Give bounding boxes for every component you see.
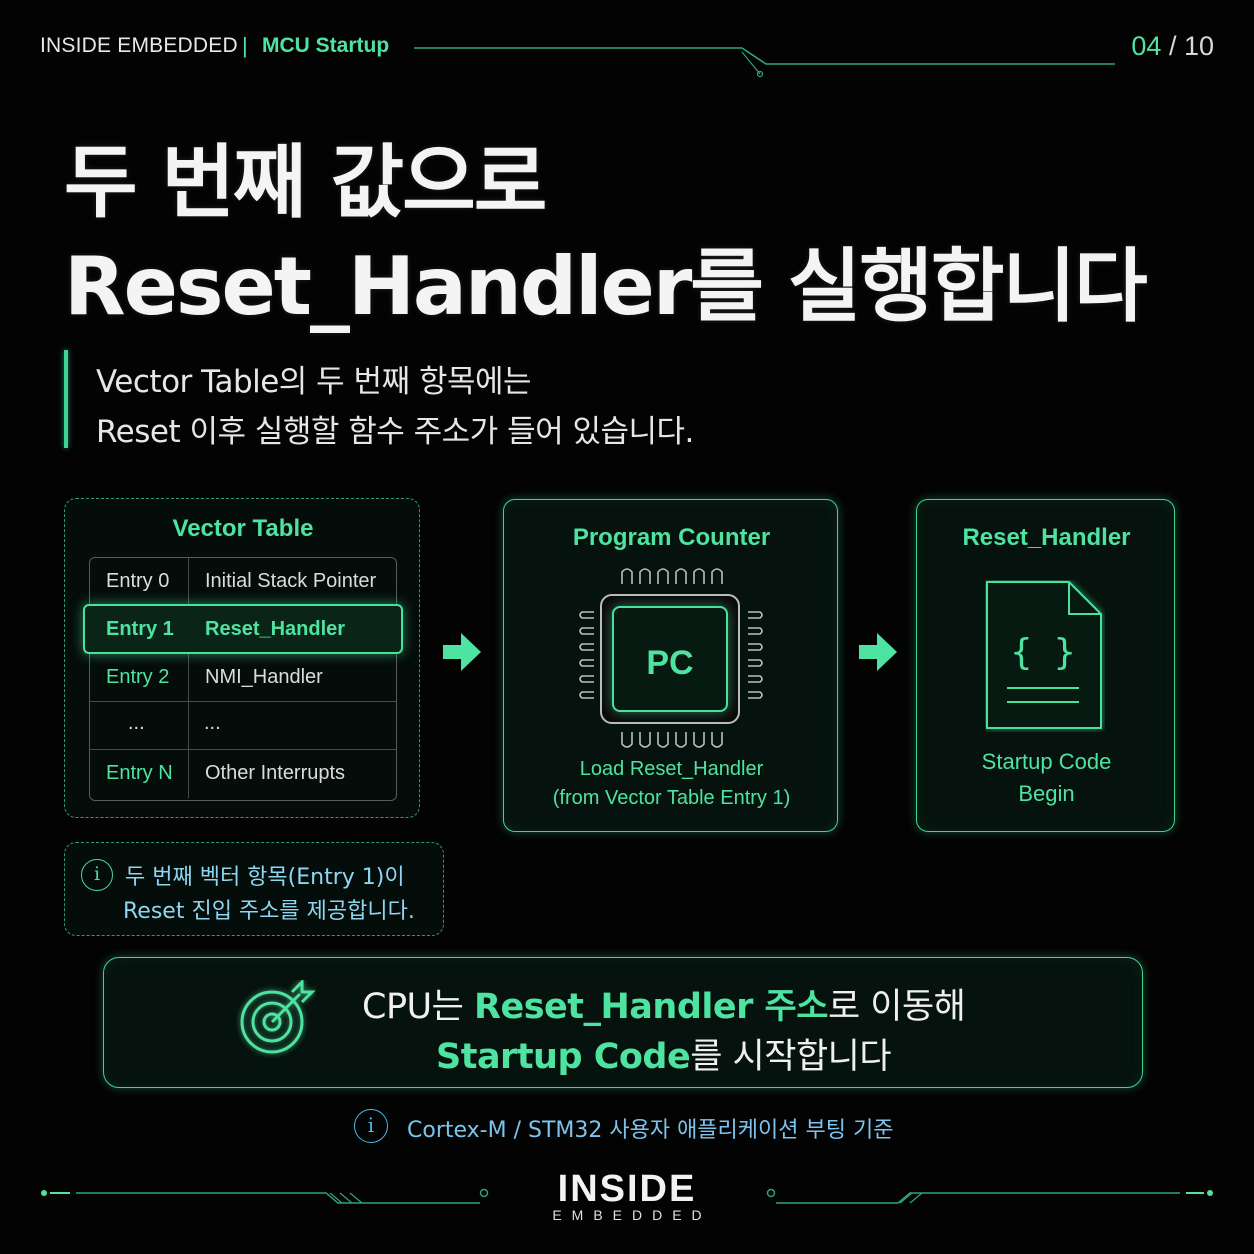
subtitle-accent-bar bbox=[64, 350, 68, 448]
entry-label: ... bbox=[128, 712, 145, 734]
banner-line2: Startup Code를 시작합니다 bbox=[436, 1028, 892, 1079]
note-line1: 두 번째 벡터 항목(Entry 1)이 bbox=[125, 865, 405, 890]
page-indicator: 04 / 10 bbox=[1131, 31, 1214, 62]
file-glyph: { } bbox=[1010, 632, 1075, 673]
banner-highlight: Startup Code bbox=[436, 1037, 691, 1077]
header-brand: INSIDE EMBEDDED bbox=[40, 34, 238, 57]
table-row: Entry N Other Interrupts bbox=[90, 750, 396, 798]
reset-handler-caption1: Startup Code bbox=[981, 749, 1112, 774]
entry-value: Reset_Handler bbox=[205, 618, 346, 640]
header-separator: | bbox=[242, 33, 248, 58]
logo-sub: EMBEDDED bbox=[552, 1207, 712, 1223]
page-title-line2: Reset_Handler를 실행합니다 bbox=[64, 240, 1148, 333]
footnote-text: Cortex-M / STM32 사용자 애플리케이션 부팅 기준 bbox=[407, 1118, 894, 1143]
table-row-highlighted: Entry 1 Reset_Handler bbox=[83, 604, 403, 654]
program-counter-caption2: (from Vector Table Entry 1) bbox=[552, 787, 791, 809]
vector-table: Entry 0 Initial Stack Pointer Entry 2 NM… bbox=[89, 557, 397, 801]
banner-highlight: Reset_Handler 주소 bbox=[474, 987, 828, 1027]
info-note: i 두 번째 벡터 항목(Entry 1)이 Reset 진입 주소를 제공합니… bbox=[64, 842, 444, 936]
program-counter-card: Program Counter bbox=[503, 499, 838, 832]
entry-value: Initial Stack Pointer bbox=[205, 570, 377, 592]
entry-label: Entry N bbox=[106, 762, 173, 784]
arrow-right-icon bbox=[443, 633, 481, 671]
target-icon bbox=[240, 980, 316, 1054]
header-topic: MCU Startup bbox=[262, 34, 390, 57]
entry-label: Entry 0 bbox=[106, 570, 170, 592]
subtitle-line2: Reset 이후 실행할 함수 주소가 들어 있습니다. bbox=[96, 414, 694, 450]
entry-value: NMI_Handler bbox=[205, 666, 323, 688]
banner-line1: CPU는 Reset_Handler 주소로 이동해 bbox=[362, 978, 966, 1029]
reset-handler-title: Reset_Handler bbox=[962, 524, 1131, 551]
reset-handler-card: Reset_Handler { } Startup Code Begin bbox=[916, 499, 1175, 832]
entry-label: Entry 2 bbox=[106, 666, 170, 688]
subtitle-line1: Vector Table의 두 번째 항목에는 bbox=[96, 364, 532, 400]
vector-table-title: Vector Table bbox=[172, 515, 314, 542]
table-row: Entry 0 Initial Stack Pointer bbox=[90, 558, 396, 606]
program-counter-title: Program Counter bbox=[572, 524, 771, 551]
info-icon: i bbox=[81, 859, 113, 891]
page-title-line1: 두 번째 값으로 bbox=[64, 136, 547, 229]
banner-text: 를 시작합니다 bbox=[690, 1037, 892, 1077]
reset-handler-caption2: Begin bbox=[1018, 781, 1075, 806]
cpu-chip-icon: PC bbox=[600, 594, 740, 724]
vector-table-card: Vector Table Entry 0 Initial Stack Point… bbox=[64, 498, 420, 818]
code-file-icon: { } bbox=[986, 581, 1102, 729]
info-icon: i bbox=[354, 1109, 388, 1143]
table-row: Entry 2 NMI_Handler bbox=[90, 654, 396, 702]
logo-main: INSIDE bbox=[557, 1168, 697, 1210]
chip-pins bbox=[579, 568, 763, 748]
entry-value: ... bbox=[204, 712, 221, 734]
note-line2: Reset 진입 주소를 제공합니다. bbox=[123, 899, 415, 924]
summary-banner: CPU는 Reset_Handler 주소로 이동해 Startup Code를… bbox=[103, 957, 1143, 1088]
page-current: 04 bbox=[1131, 31, 1162, 61]
entry-value: Other Interrupts bbox=[205, 762, 346, 784]
entry-label: Entry 1 bbox=[106, 618, 174, 640]
page-total: / 10 bbox=[1161, 31, 1214, 61]
chip-label: PC bbox=[646, 644, 694, 682]
banner-text: 로 이동해 bbox=[827, 987, 966, 1027]
table-row: ... ... bbox=[90, 702, 396, 750]
program-counter-caption1: Load Reset_Handler bbox=[579, 758, 764, 780]
arrow-right-icon bbox=[859, 633, 897, 671]
banner-text: CPU는 bbox=[362, 987, 474, 1027]
